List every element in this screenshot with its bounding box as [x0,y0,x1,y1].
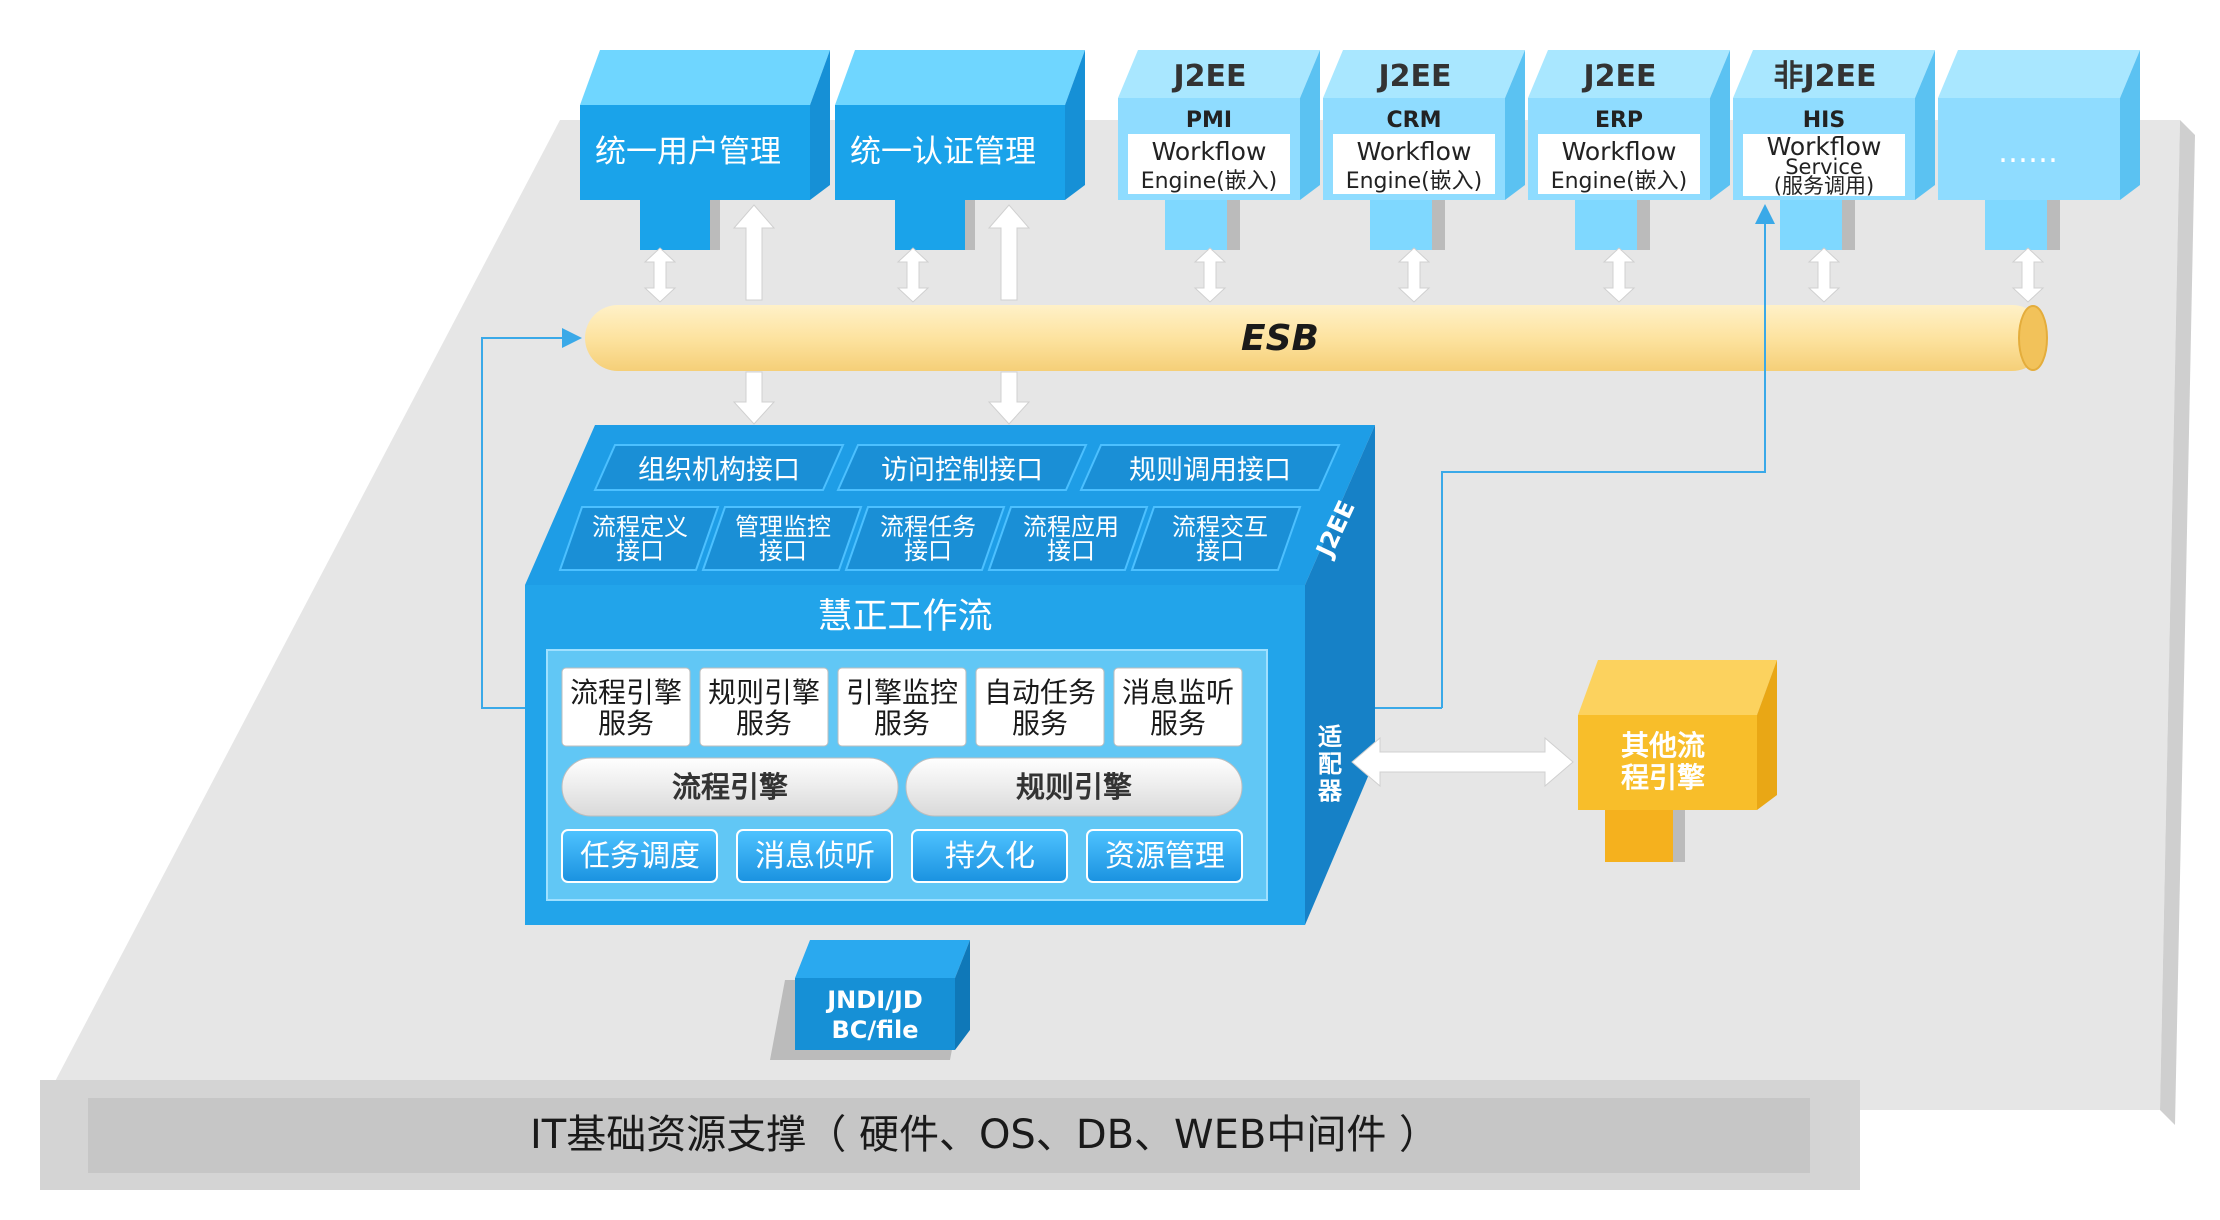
other-engine-l1: 其他流 [1621,729,1705,762]
service-rule-engine-l2: 服务 [736,707,792,740]
system-line1: Workflow [1562,137,1677,166]
module-message-listening [736,829,893,883]
system-line1: Workflow [1767,132,1882,161]
interface-org: 组织机构接口 [638,455,800,486]
system-category: J2EE [1171,59,1246,94]
system-erp: J2EE ERP Workflow Engine(嵌入) [1528,50,1730,250]
service-engine-monitor-l2: 服务 [874,707,930,740]
service-message-listen-l2: 服务 [1150,707,1206,740]
system-name: ERP [1595,108,1643,133]
system-more: …… [1938,50,2140,250]
system-name: CRM [1387,108,1442,133]
interface-process-app-l2: 接口 [1047,537,1095,565]
system-line1: Workflow [1152,137,1267,166]
interface-row-2 [558,506,1302,571]
module-label: 消息侦听 [755,839,875,874]
system-line2: Engine(嵌入) [1346,169,1483,194]
adapter-char-1: 适 [1318,723,1342,751]
system-line2: Engine(嵌入) [1141,169,1278,194]
system-title: 统一用户管理 [595,134,781,170]
service-process-engine-l1: 流程引擎 [570,676,682,709]
service-engine-monitor-l1: 引擎监控 [846,676,958,709]
module-label: 资源管理 [1105,839,1225,874]
storage-l1: JNDI/JD [825,986,922,1014]
system-category: 非J2EE [1773,59,1876,94]
interface-access-control: 访问控制接口 [881,455,1043,486]
system-line2: Service [1785,155,1863,179]
system-crm: J2EE CRM Workflow Engine(嵌入) [1323,50,1525,250]
system-category: J2EE [1581,59,1656,94]
top-systems: 统一用户管理 统一认证管理 J2EE PMI Workflow Engine(嵌… [580,50,2140,250]
process-engine-pill [561,757,899,817]
rule-engine-pill [905,757,1243,817]
system-line3: (服务调用) [1774,174,1874,198]
interface-rule-call: 规则调用接口 [1129,455,1291,486]
system-unified-auth-management: 统一认证管理 [835,50,1085,250]
adapter-char-3: 器 [1317,777,1343,805]
service-boxes [561,667,1243,747]
system-category: J2EE [1376,59,1451,94]
service-message-listen-l1: 消息监听 [1122,676,1234,709]
esb-connectors [643,204,2045,425]
system-title: 统一认证管理 [850,134,1036,170]
module-label: 持久化 [945,839,1035,874]
adapter-char-2: 配 [1318,750,1342,778]
interface-management-monitor-l1: 管理监控 [735,513,831,541]
module-resource-management [1086,829,1243,883]
interface-process-interaction-l1: 流程交互 [1172,513,1268,541]
interface-process-interaction-l2: 接口 [1196,537,1244,565]
module-task-scheduling [561,829,718,883]
engine-title: 慧正工作流 [817,597,992,637]
huizheng-workflow-engine: 组织机构接口 访问控制接口 规则调用接口 流程定义 接口 管理监控 接口 流程任… [525,425,1375,925]
module-label: 任务调度 [580,839,700,874]
other-engine-l2: 程引擎 [1621,761,1705,794]
system-line2: Engine(嵌入) [1551,169,1688,194]
service-rule-engine-l1: 规则引擎 [708,676,820,709]
interface-process-task-l2: 接口 [904,537,952,565]
rule-engine-label: 规则引擎 [1016,770,1132,804]
interface-process-task-l1: 流程任务 [880,513,976,541]
storage-l2: BC/file [832,1016,919,1044]
system-name: HIS [1803,108,1845,133]
other-process-engine: 其他流 程引擎 [1578,660,1777,862]
system-line1: Workflow [1357,137,1472,166]
esb-bus [585,305,2048,371]
esb-label: ESB [1241,318,1319,359]
system-title: …… [1998,135,2058,170]
interface-management-monitor-l2: 接口 [759,537,807,565]
interface-row-1 [593,444,1341,491]
base-label: IT基础资源支撑（ 硬件、OS、DB、WEB中间件 ） [530,1112,1439,1158]
adapter-arrow [1351,736,1574,788]
system-name: PMI [1186,108,1232,133]
system-his: 非J2EE HIS Workflow Service (服务调用) [1733,50,1935,250]
service-auto-task-l1: 自动任务 [984,676,1096,709]
interface-process-definition-l1: 流程定义 [592,513,688,541]
system-unified-user-management: 统一用户管理 [580,50,830,250]
system-pmi: J2EE PMI Workflow Engine(嵌入) [1118,50,1320,250]
service-process-engine-l2: 服务 [598,707,654,740]
service-auto-task-l2: 服务 [1012,707,1068,740]
process-engine-label: 流程引擎 [672,770,788,804]
module-persistence [911,829,1068,883]
interface-process-app-l1: 流程应用 [1023,513,1119,541]
interface-process-definition-l2: 接口 [616,537,664,565]
storage-jndi-jdbc-file: JNDI/JD BC/file [770,940,970,1060]
